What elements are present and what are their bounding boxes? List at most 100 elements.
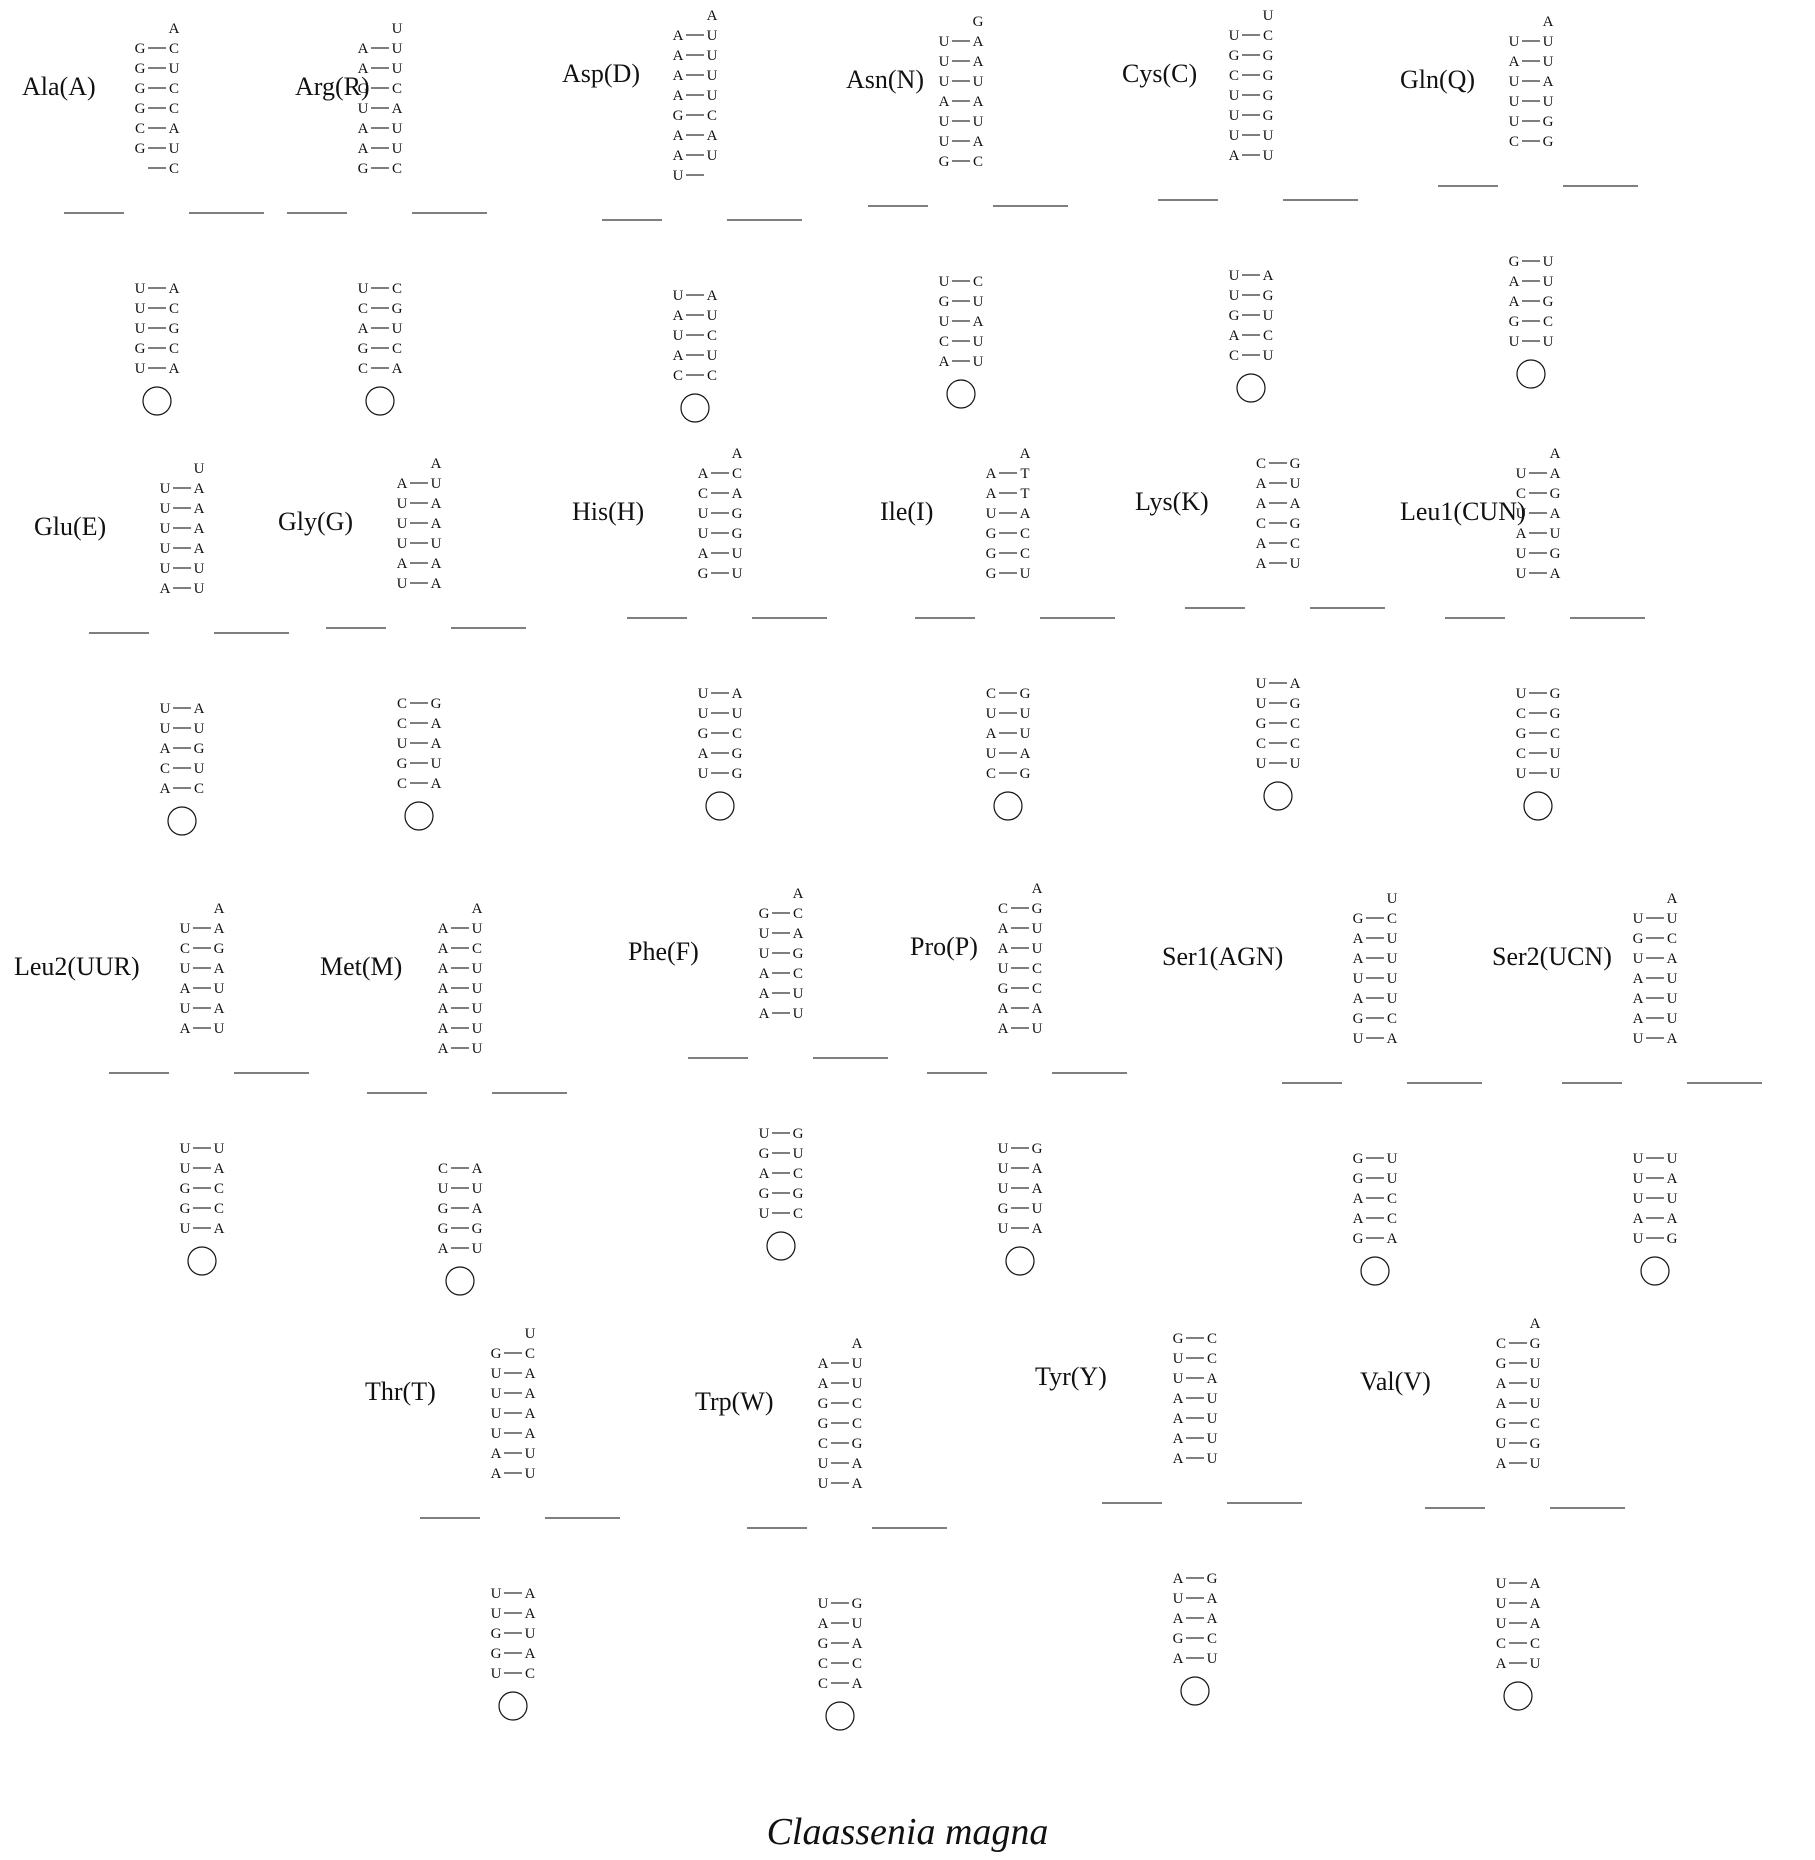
anticodon-base-5: G xyxy=(1173,1631,1184,1647)
anticodon-base-5: A xyxy=(1173,1571,1184,1587)
discriminator-base: A xyxy=(707,8,718,24)
anticodon-base-5: G xyxy=(1353,1171,1364,1187)
figure-caption: Claassenia magna xyxy=(766,1811,1049,1853)
acceptor-base-5: U xyxy=(1516,466,1527,482)
acceptor-base-5: C xyxy=(818,1436,828,1452)
acceptor-base-5: A xyxy=(673,28,684,44)
anticodon-base-5: U xyxy=(986,746,997,762)
acceptor-base-5: U xyxy=(1173,1351,1184,1367)
acceptor-base-3: U xyxy=(1207,1411,1218,1427)
acceptor-base-5: A xyxy=(759,966,770,982)
acceptor-base-5: U xyxy=(1353,971,1364,987)
anticodon-base-5: U xyxy=(160,701,171,717)
anticodon-loop xyxy=(993,791,1023,821)
anticodon-base-5: U xyxy=(1509,334,1520,350)
anticodon-base-5: U xyxy=(1496,1596,1507,1612)
anticodon-base-3: G xyxy=(472,1221,483,1237)
acceptor-base-5: A xyxy=(1173,1391,1184,1407)
anticodon-base-5: U xyxy=(1633,1171,1644,1187)
anticodon-base-5: G xyxy=(998,1201,1009,1217)
acceptor-base-5: U xyxy=(759,946,770,962)
anticodon-base-5: G xyxy=(180,1181,191,1197)
acceptor-base-3: A xyxy=(707,128,718,144)
trna-label: Ala(A) xyxy=(22,72,96,101)
anticodon-base-3: G xyxy=(431,696,442,712)
acceptor-base-5: C xyxy=(180,941,190,957)
anticodon-base-3: A xyxy=(1032,1221,1043,1237)
anticodon-loop xyxy=(404,801,434,831)
acceptor-base-3: A xyxy=(1550,566,1561,582)
anticodon-base-3: C xyxy=(169,301,179,317)
acceptor-base-5: G xyxy=(358,81,369,97)
acceptor-base-5: A xyxy=(1516,526,1527,542)
anticodon-base-3: U xyxy=(732,706,743,722)
acceptor-base-3: A xyxy=(732,486,743,502)
acceptor-base-5: C xyxy=(135,121,145,137)
acceptor-base-3: A xyxy=(169,121,180,137)
anticodon-base-3: U xyxy=(214,1141,225,1157)
acceptor-base-5: A xyxy=(358,41,369,57)
anticodon-base-3: A xyxy=(973,314,984,330)
acceptor-base-5: U xyxy=(1229,128,1240,144)
acceptor-base-5: U xyxy=(939,114,950,130)
acceptor-base-5: U xyxy=(1509,94,1520,110)
trna-label: Asp(D) xyxy=(562,59,640,88)
acceptor-base-5: A xyxy=(358,61,369,77)
anticodon-base-5: U xyxy=(998,1161,1009,1177)
acceptor-base-3: C xyxy=(793,966,803,982)
anticodon-base-5: C xyxy=(1256,736,1266,752)
anticodon-base-5: U xyxy=(986,706,997,722)
acceptor-base-3: U xyxy=(431,476,442,492)
anticodon-base-3: U xyxy=(1543,254,1554,270)
acceptor-base-5: U xyxy=(1633,951,1644,967)
anticodon-base-5: G xyxy=(135,341,146,357)
anticodon-loop xyxy=(705,791,735,821)
trna-label: Leu1(CUN) xyxy=(1400,497,1526,526)
acceptor-base-5: A xyxy=(998,941,1009,957)
anticodon-base-3: C xyxy=(793,1166,803,1182)
acceptor-base-3: G xyxy=(1550,546,1561,562)
acceptor-base-3: U xyxy=(1667,991,1678,1007)
anticodon-base-3: C xyxy=(1207,1631,1217,1647)
acceptor-base-3: A xyxy=(194,521,205,537)
acceptor-base-5: A xyxy=(1496,1456,1507,1472)
acceptor-base-5: U xyxy=(1633,911,1644,927)
anticodon-base-3: A xyxy=(472,1201,483,1217)
anticodon-base-5: G xyxy=(1353,1151,1364,1167)
anticodon-base-5: U xyxy=(1256,676,1267,692)
acceptor-base-5: U xyxy=(180,961,191,977)
acceptor-base-3: A xyxy=(1667,1031,1678,1047)
acceptor-base-5: U xyxy=(491,1406,502,1422)
acceptor-base-3: A xyxy=(1667,951,1678,967)
acceptor-base-3: C xyxy=(525,1346,535,1362)
anticodon-base-5: U xyxy=(491,1666,502,1682)
anticodon-base-5: U xyxy=(1229,268,1240,284)
anticodon-base-5: U xyxy=(397,736,408,752)
anticodon-base-5: U xyxy=(1256,756,1267,772)
anticodon-base-5: C xyxy=(438,1161,448,1177)
anticodon-base-5: U xyxy=(358,281,369,297)
acceptor-base-3: U xyxy=(214,981,225,997)
anticodon-base-5: G xyxy=(939,294,950,310)
acceptor-base-3: G xyxy=(1263,108,1274,124)
discriminator-base: A xyxy=(793,886,804,902)
anticodon-base-5: G xyxy=(698,726,709,742)
acceptor-base-5: A xyxy=(1353,991,1364,1007)
trna-label: Pro(P) xyxy=(910,932,978,961)
acceptor-base-5: G xyxy=(1353,1011,1364,1027)
anticodon-base-5: A xyxy=(358,321,369,337)
acceptor-base-3: U xyxy=(852,1356,863,1372)
anticodon-loop xyxy=(766,1231,796,1261)
acceptor-base-5: C xyxy=(1496,1336,1506,1352)
acceptor-base-5: A xyxy=(998,1021,1009,1037)
acceptor-base-5: U xyxy=(1633,1031,1644,1047)
acceptor-base-3: U xyxy=(1032,921,1043,937)
acceptor-base-5: U xyxy=(397,516,408,532)
acceptor-base-3: U xyxy=(392,61,403,77)
anticodon-base-3: C xyxy=(852,1656,862,1672)
anticodon-base-3: A xyxy=(169,361,180,377)
acceptor-base-5: G xyxy=(135,101,146,117)
acceptor-base-3: U xyxy=(707,88,718,104)
